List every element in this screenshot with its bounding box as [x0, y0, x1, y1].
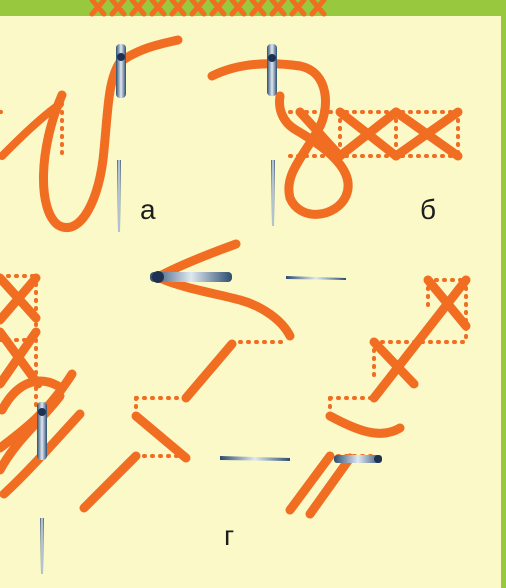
label-b: б	[420, 196, 436, 224]
panel-v-stitch	[0, 276, 80, 574]
needle-icon	[117, 160, 121, 232]
needle-icon	[267, 44, 277, 96]
top-stitch-strip	[92, 0, 324, 14]
needle-eye-icon	[117, 53, 125, 61]
panel-g-stitch	[84, 244, 466, 514]
needle-icon	[116, 44, 126, 98]
needle-eye-icon	[374, 455, 382, 463]
label-g: г	[224, 522, 234, 550]
top-right-border	[386, 0, 506, 16]
needle-icon	[40, 518, 44, 574]
needle-icon	[220, 456, 290, 461]
needle-eye-icon	[152, 271, 164, 283]
label-a: а	[140, 196, 156, 224]
needle-eye-icon	[268, 54, 276, 62]
needle-icon	[271, 160, 275, 226]
needle-eye-icon	[38, 408, 46, 416]
needle-icon	[286, 276, 346, 280]
